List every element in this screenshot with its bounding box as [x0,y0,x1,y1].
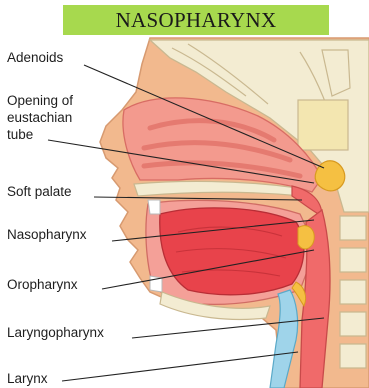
label-laryngopharynx: Laryngopharynx [7,325,104,340]
sphenoid-sinus [298,100,348,150]
leader-larynx [62,352,298,381]
label-adenoids: Adenoids [7,50,63,65]
title-banner: NASOPHARYNX [63,5,329,35]
label-larynx: Larynx [7,371,48,386]
label-eustachian-line3: tube [7,127,33,142]
label-eustachian-line1: Opening of [7,93,73,108]
label-eustachian-line2: eustachian [7,110,72,125]
label-soft-palate: Soft palate [7,184,72,199]
label-nasopharynx: Nasopharynx [7,227,87,242]
tonsil [298,226,314,249]
title-text: NASOPHARYNX [116,8,277,33]
label-oropharynx: Oropharynx [7,277,78,292]
adenoid-shape [315,161,345,191]
vertebrae [340,216,366,368]
